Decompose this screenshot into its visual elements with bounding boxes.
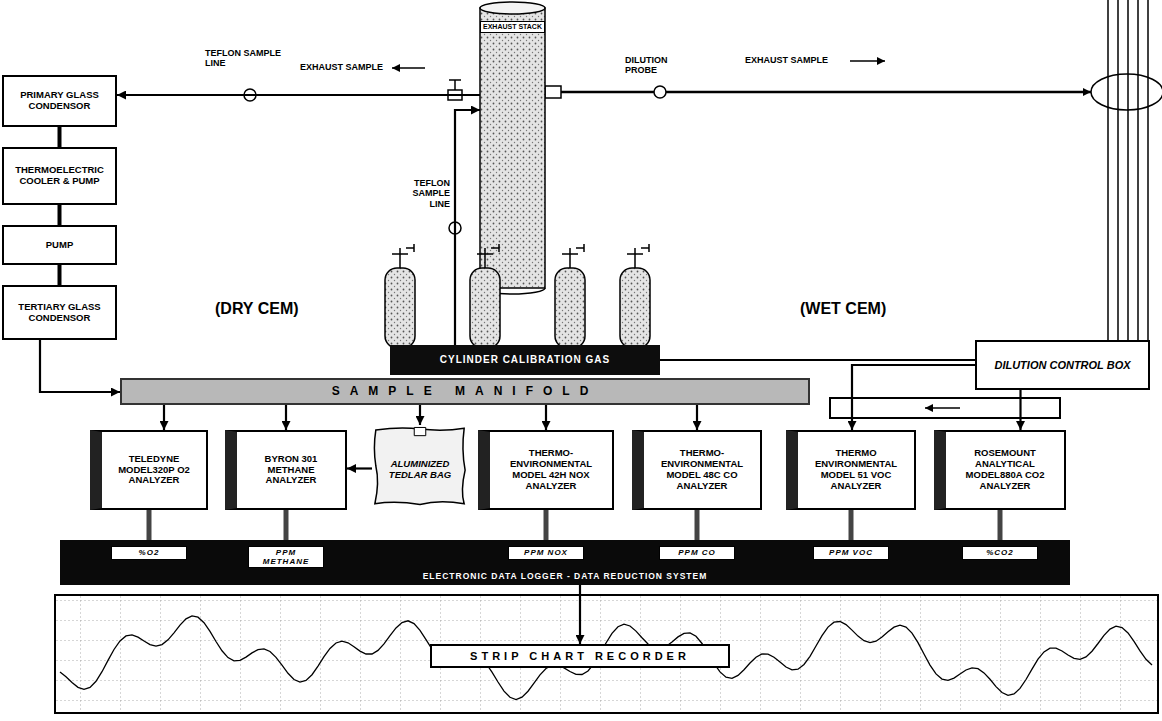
connector — [285, 405, 287, 430]
output-tag: PPM METHANE — [248, 546, 324, 568]
cooler-pump-box: THERMOELECTRIC COOLER & PUMP — [2, 147, 117, 205]
connector — [579, 585, 581, 644]
node-text: BYRON 301 METHANE ANALYZER — [242, 454, 340, 487]
analyzer-box: THERMO-ENVIRONMENTAL MODEL 48C CO ANALYZ… — [632, 430, 762, 510]
node-text: THERMO-ENVIRONMENTAL MODEL 42H NOX ANALY… — [495, 448, 607, 492]
node-text: PPM VOC — [829, 548, 873, 557]
sample-bag: ALUMINIZED TEDLAR BAG — [372, 425, 468, 507]
analyzer-box: THERMO ENVIRONMENTAL MODEL 51 VOC ANALYZ… — [786, 430, 916, 510]
connector — [696, 405, 698, 430]
umbilical-lines — [1108, 0, 1148, 340]
node-text: DILUTION CONTROL BOX — [994, 359, 1130, 372]
node-text: PUMP — [46, 240, 73, 251]
analyzer-box: BYRON 301 METHANE ANALYZER — [225, 430, 347, 510]
flow-arrow — [392, 67, 425, 69]
control-box: DILUTION CONTROL BOX — [975, 340, 1150, 390]
sample-manifold: SAMPLE MANIFOLD — [120, 378, 810, 405]
line-label: DILUTION PROBE — [625, 55, 697, 76]
chart-label: STRIP CHART RECORDER — [430, 644, 730, 668]
gas-cylinders — [385, 244, 650, 348]
node-text: TELEDYNE MODEL320P O2 ANALYZER — [107, 454, 201, 487]
node-text: SAMPLE MANIFOLD — [332, 385, 599, 399]
wet-sample-manifold — [830, 398, 1060, 418]
node-text: CYLINDER CALIBRATION GAS — [440, 354, 610, 366]
line-label: EXHAUST SAMPLE — [745, 55, 845, 65]
node-text: %O2 — [139, 548, 160, 557]
connector — [347, 467, 372, 469]
connector — [419, 405, 421, 425]
condenser-box: PRIMARY GLASS CONDENSOR — [2, 75, 117, 127]
connector — [455, 110, 480, 345]
line-label: TEFLON SAMPLE LINE — [392, 178, 450, 209]
exhaust-stack: EXHAUST STACK — [480, 5, 545, 290]
dilution-probe-mount — [545, 86, 561, 98]
connector — [545, 405, 547, 430]
chart-trace — [60, 616, 1152, 700]
connector — [58, 127, 62, 147]
strip-chart — [55, 595, 1158, 713]
pump-box: PUMP — [2, 225, 117, 265]
node-text: THERMO-ENVIRONMENTAL MODEL 48C CO ANALYZ… — [649, 448, 755, 492]
calibration-gas-band: CYLINDER CALIBRATION GAS — [390, 345, 660, 375]
data-logger-bar: ELECTRONIC DATA LOGGER - DATA REDUCTION … — [60, 540, 1070, 585]
analyzer-box: THERMO-ENVIRONMENTAL MODEL 42H NOX ANALY… — [478, 430, 614, 510]
connector — [40, 340, 120, 392]
connector — [660, 359, 975, 361]
exhaust-stack — [480, 2, 545, 294]
condenser-box: TERTIARY GLASS CONDENSOR — [2, 285, 117, 340]
dilution-sample-line — [560, 91, 1091, 94]
connector — [58, 205, 62, 225]
valve-junction — [448, 80, 462, 100]
line-label: EXHAUST SAMPLE — [300, 62, 390, 72]
node-text: %CO2 — [986, 548, 1014, 557]
node-text: EXHAUST STACK — [480, 21, 545, 33]
node-text: THERMOELECTRIC COOLER & PUMP — [9, 165, 110, 187]
node-text: ELECTRONIC DATA LOGGER - DATA REDUCTION … — [423, 572, 708, 582]
analyzer-box: ROSEMOUNT ANALYTICAL MODEL880A CO2 ANALY… — [934, 430, 1066, 510]
output-tag: PPM CO — [659, 546, 735, 560]
flow-arrow — [925, 407, 960, 409]
flow-arrow — [850, 60, 885, 62]
connector — [58, 265, 62, 285]
node-text: THERMO ENVIRONMENTAL MODEL 51 VOC ANALYZ… — [803, 448, 909, 492]
connector — [1019, 390, 1021, 430]
node-text: PPM NOX — [524, 548, 568, 557]
node-text: PRIMARY GLASS CONDENSOR — [9, 90, 110, 112]
connector — [163, 405, 165, 430]
connector — [852, 365, 975, 430]
output-tag: %O2 — [111, 546, 187, 560]
node-text: ROSEMOUNT ANALYTICAL MODEL880A CO2 ANALY… — [951, 448, 1059, 492]
line-label: TEFLON SAMPLE LINE — [205, 48, 291, 69]
node-text: TERTIARY GLASS CONDENSOR — [9, 302, 110, 324]
connector — [117, 94, 480, 96]
output-tag: PPM NOX — [508, 546, 584, 560]
output-tag: %CO2 — [962, 546, 1038, 560]
analyzer-box: TELEDYNE MODEL320P O2 ANALYZER — [90, 430, 208, 510]
node-text: ALUMINIZED TEDLAR BAG — [380, 459, 460, 481]
section-label: (DRY CEM) — [215, 300, 335, 318]
output-tag: PPM VOC — [813, 546, 889, 560]
dilution-probe — [654, 86, 666, 98]
node-text: STRIP CHART RECORDER — [470, 650, 690, 663]
sample-line-ellipse — [1091, 74, 1162, 110]
node-text: PPM CO — [678, 548, 716, 557]
node-text: PPM METHANE — [251, 548, 321, 566]
section-label: (WET CEM) — [800, 300, 920, 318]
